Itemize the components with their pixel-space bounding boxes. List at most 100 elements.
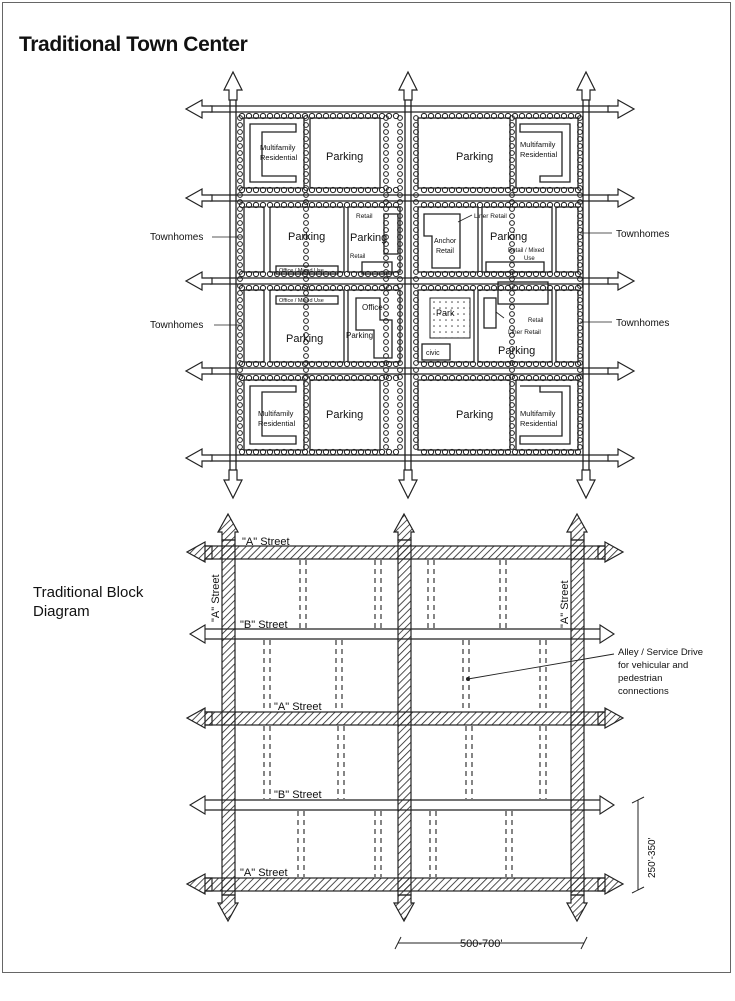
tree-mark [397,115,403,121]
office-label: Office [362,303,383,312]
tree-mark [577,276,583,282]
tree-mark [237,402,243,408]
tree-mark [237,388,243,394]
tree-mark [383,115,389,121]
tree-mark [301,374,309,382]
town-center-plan: Townhomes Townhomes Townhomes Townhomes … [150,70,669,500]
tree-mark [303,367,309,373]
tree-mark [237,437,243,443]
block-streets [204,539,606,896]
office-mixed-label-2: Office / Mixed Use [279,298,324,304]
tree-mark [383,381,389,387]
alleys [263,560,547,877]
b-streets [205,628,600,811]
tree-mark [509,311,515,317]
tree-mark [577,374,583,380]
page-title: Traditional Town Center [19,33,248,56]
tree-mark [397,444,403,450]
tree-mark [383,339,389,345]
tree-mark [383,360,389,366]
townhomes-label-e1: Townhomes [616,229,669,240]
parking-label-5: Parking [490,231,527,243]
dimension-width-label: 500-700' [460,938,502,950]
tree-mark [509,283,515,289]
tree-mark [509,192,515,198]
tree-mark [237,283,243,289]
tree-mark [383,304,389,310]
tree-mark [383,157,389,163]
tree-mark [383,276,389,282]
tree-mark [237,367,243,373]
tree-mark [509,304,515,310]
a-street-label-1: "A" Street [242,536,290,548]
tree-mark [383,290,389,296]
tree-mark [397,430,403,436]
parking-label-10: Parking [456,409,493,421]
parking-label-6: Parking [286,333,323,345]
tree-mark [383,297,389,303]
tree-mark [397,374,403,380]
block-diagram-title-line1: Traditional Block [33,584,144,601]
b-street-arrows [188,623,616,816]
plan-labels: Townhomes Townhomes Townhomes Townhomes … [150,140,669,428]
tree-mark [237,381,243,387]
tree-mark [511,448,519,456]
tree-mark [237,171,243,177]
tree-mark [237,276,243,282]
tree-mark [237,311,243,317]
plan-leaders [212,214,612,326]
tree-mark [237,297,243,303]
liner-retail-label-2: Liner Retail [508,329,541,336]
tree-mark [509,367,515,373]
residential-label-se: Residential [520,419,557,428]
tree-mark [303,255,309,261]
tree-mark [509,332,515,338]
tree-mark [303,220,309,226]
tree-mark [237,332,243,338]
tree-mark [413,276,419,282]
tree-mark [378,374,386,382]
tree-mark [383,255,389,261]
tree-mark [511,374,519,382]
tree-mark [577,192,583,198]
tree-mark [237,178,243,184]
tree-mark [509,290,515,296]
block-labels: "A" Street "B" Street "A" Street "B" Str… [210,536,703,950]
tree-mark [237,185,243,191]
tree-mark [397,367,403,373]
tree-mark [383,318,389,324]
tree-mark [343,360,351,368]
tree-mark [237,192,243,198]
tree-mark [397,122,403,128]
tree-mark [509,297,515,303]
block-arrows [185,512,625,923]
tree-mark [397,136,403,142]
tree-mark [303,318,309,324]
office-mixed-label-1: Office / Mixed Use [279,268,324,274]
residential-label-nw: Residential [260,153,297,162]
tree-mark [509,227,515,233]
anchor-retail-label-2: Retail [436,248,454,255]
tree-mark [237,423,243,429]
parking-label-2: Parking [456,151,493,163]
tree-mark [303,304,309,310]
parking-label-1: Parking [326,151,363,163]
tree-mark [413,360,419,366]
tree-mark [509,374,515,380]
tree-mark [397,416,403,422]
tree-mark [303,283,309,289]
tree-mark [237,290,243,296]
tree-mark [383,367,389,373]
tree-mark [303,346,309,352]
tree-mark [237,346,243,352]
tree-mark [237,262,243,268]
tree-mark [237,430,243,436]
tree-mark [383,409,389,415]
tree-mark [237,136,243,142]
tree-mark [509,339,515,345]
alley-leader-dot [466,677,470,681]
tree-mark [383,311,389,317]
tree-mark [397,402,403,408]
multifamily-label-sw: Multifamily [258,409,294,418]
tree-mark [237,374,243,380]
